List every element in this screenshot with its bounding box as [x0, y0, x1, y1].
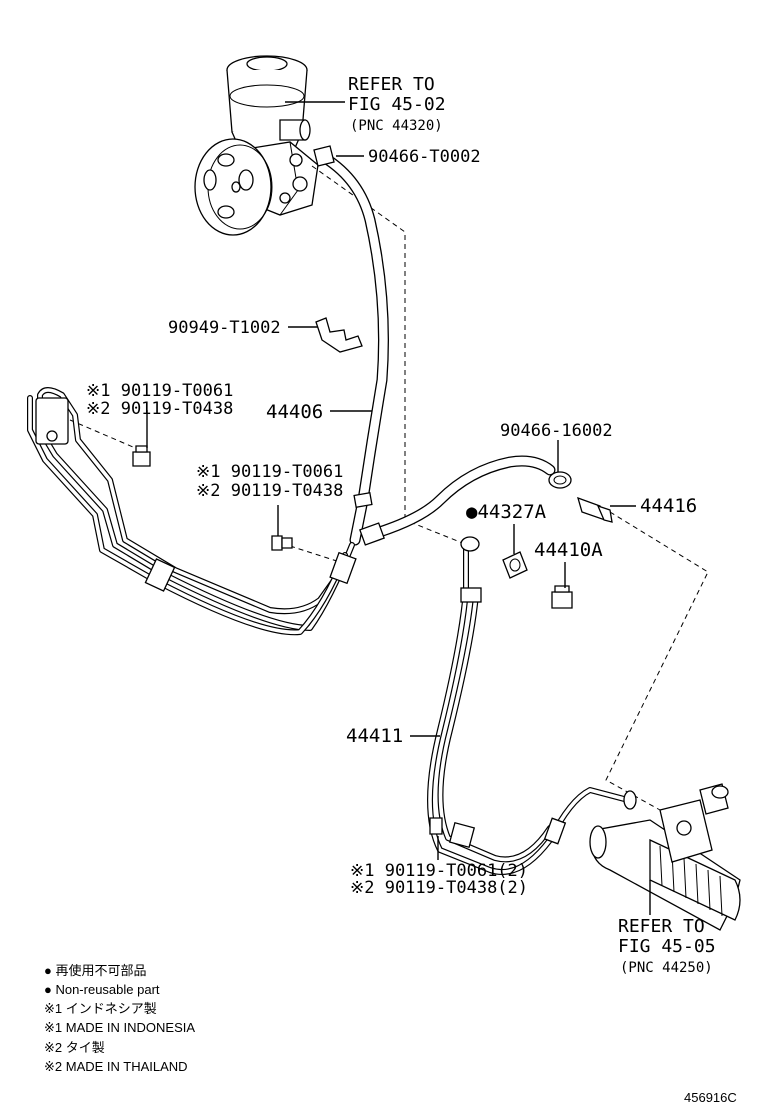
label-90466-16002: 90466-16002 [500, 421, 613, 441]
label-left-clip-1: ※1 90119-T0061 [86, 381, 233, 401]
label-mid-clip-1: ※1 90119-T0061 [196, 462, 343, 482]
bolt-left [132, 445, 151, 467]
label-bottom-clip-2: ※2 90119-T0438(2) [350, 878, 528, 898]
refer-bottom-line-1: REFER TO [618, 916, 705, 937]
bolt-44410a [551, 585, 573, 609]
label-44406: 44406 [266, 401, 323, 423]
label-44410a: 44410A [534, 539, 603, 561]
legend-line-4: ※1 MADE IN INDONESIA [44, 1020, 195, 1035]
refer-top-line-3: (PNC 44320) [350, 118, 443, 134]
return-pipe-loop [27, 387, 357, 636]
clamp-90949-t1002 [315, 317, 363, 353]
label-90466-t0002: 90466-T0002 [368, 147, 481, 167]
label-90949-t1002: 90949-T1002 [168, 318, 281, 338]
refer-bottom-line-3: (PNC 44250) [620, 960, 713, 976]
label-bottom-clip-1: ※1 90119-T0061(2) [350, 861, 528, 881]
label-44411: 44411 [346, 725, 403, 747]
label-mid-clip-2: ※2 90119-T0438 [196, 481, 343, 501]
legend: ● 再使用不可部品 ● Non-reusable part ※1 インドネシア製… [44, 963, 195, 1074]
legend-line-2: ● Non-reusable part [44, 982, 160, 997]
return-hose [359, 455, 556, 546]
refer-top-line-2: FIG 45-02 [348, 94, 446, 115]
legend-line-1: ● 再使用不可部品 [44, 963, 146, 978]
power-steering-pump [194, 55, 319, 236]
label-left-clip-2: ※2 90119-T0438 [86, 399, 233, 419]
legend-line-3: ※1 インドネシア製 [44, 1001, 157, 1016]
gasket-44327a [502, 551, 528, 579]
labels: REFER TO FIG 45-02 (PNC 44320) 90466-T00… [86, 74, 716, 976]
refer-bottom-line-2: FIG 45-05 [618, 936, 716, 957]
pressure-tube-44411 [427, 536, 637, 875]
pressure-hose-44406 [313, 145, 389, 546]
steering-gear [589, 783, 741, 931]
union-bolt-44416 [577, 496, 613, 523]
label-44327a: ●44327A [466, 501, 547, 523]
legend-line-5: ※2 タイ製 [44, 1040, 105, 1055]
bolt-middle [271, 535, 293, 551]
legend-line-6: ※2 MADE IN THAILAND [44, 1059, 188, 1074]
refer-top-line-1: REFER TO [348, 74, 435, 95]
diagram-id: 456916C [684, 1090, 737, 1105]
reference-dashed-lines [69, 165, 709, 811]
clip-90466-16002 [548, 471, 572, 489]
label-44416: 44416 [640, 495, 697, 517]
bolt-bottom [429, 817, 443, 835]
leader-lines [146, 101, 651, 915]
